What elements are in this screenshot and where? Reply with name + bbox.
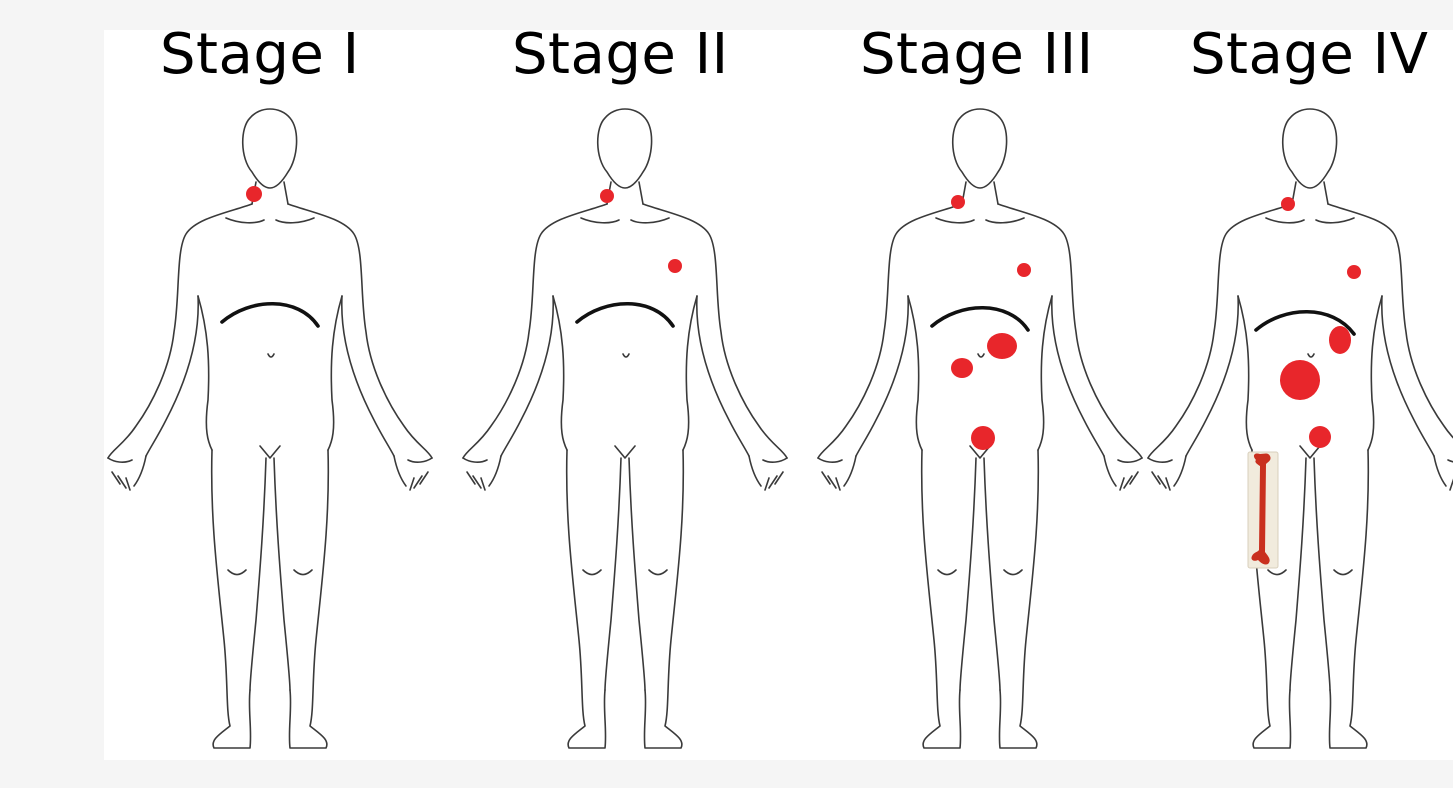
lesion-axilla — [1017, 263, 1031, 277]
stage-1-title: Stage I — [160, 22, 360, 87]
diaphragm-line — [222, 304, 318, 326]
body-outline — [1148, 109, 1453, 748]
body-outline — [108, 109, 432, 748]
lesion-groin — [1309, 426, 1331, 448]
lesion-neck — [246, 186, 262, 202]
body-silhouette — [810, 100, 1150, 760]
diaphragm-line — [932, 308, 1028, 330]
lesion-abdomen-upper — [1329, 326, 1351, 354]
body-silhouette — [455, 100, 795, 760]
lesion-neck — [951, 195, 965, 209]
lesion-neck — [600, 189, 614, 203]
body-silhouette — [1140, 100, 1453, 760]
stage-2-title: Stage II — [512, 22, 729, 87]
diaphragm-line — [577, 304, 673, 326]
lesion-abdomen-large — [1280, 360, 1320, 400]
stage-3-figure — [810, 100, 1150, 760]
body-outline — [463, 109, 787, 748]
femur-bone-icon — [1248, 452, 1278, 568]
stage-3-title: Stage III — [860, 22, 1094, 87]
body-silhouette — [100, 100, 440, 760]
lesion-abdomen-upper — [987, 333, 1017, 359]
stage-4-title: Stage IV — [1190, 22, 1428, 87]
stage-1-figure — [100, 100, 440, 760]
lesion-axilla — [1347, 265, 1361, 279]
lesion-abdomen-left — [951, 358, 973, 378]
lesion-neck — [1281, 197, 1295, 211]
stage-2-figure — [455, 100, 795, 760]
lesion-groin — [971, 426, 995, 450]
lesion-axilla — [668, 259, 682, 273]
stage-4-figure — [1140, 100, 1453, 760]
